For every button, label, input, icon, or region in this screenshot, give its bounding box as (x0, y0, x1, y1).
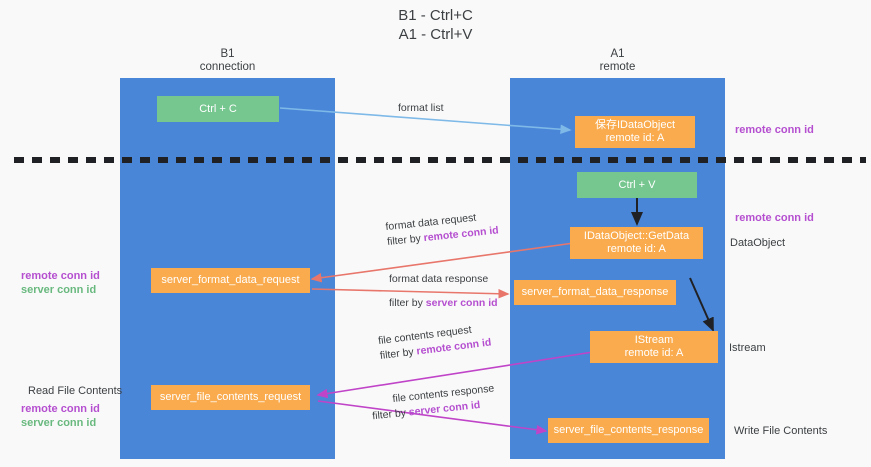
box-istream-line1: IStream (634, 334, 674, 346)
box-server-file-contents-request-label: server_file_contents_request (159, 391, 302, 403)
edge-label-format-data-response-line1: format data response (389, 273, 489, 285)
arrow-format-data-request (310, 242, 575, 283)
edge-label-format-list-text: format list (398, 102, 444, 114)
edge-label-format-data-response-line2: filter by server conn id (389, 296, 498, 311)
arrow-format-data-response (311, 288, 510, 299)
box-ctrl-c-label: Ctrl + C (199, 102, 237, 115)
box-server-file-contents-response-label: server_file_contents_response (553, 424, 704, 436)
edge-label-format-data-response: format data response filter by server co… (389, 272, 498, 311)
edge-filter-prefix: filter by (386, 232, 425, 249)
annotation-right-write-file-contents: Write File Contents (734, 424, 827, 438)
arrow-format-list (279, 107, 572, 135)
box-server-file-contents-request[interactable]: server_file_contents_request (151, 385, 310, 410)
box-ctrl-c[interactable]: Ctrl + C (157, 96, 279, 122)
edge-filter-prefix: filter by (379, 345, 418, 363)
edge-filter-prefix: filter by (371, 406, 410, 423)
box-ctrl-v[interactable]: Ctrl + V (577, 172, 697, 198)
annotation-right-mid-remote-conn-id-text: remote conn id (735, 212, 814, 224)
annotation-right-dataobject-text: DataObject (730, 237, 786, 249)
box-server-format-data-request[interactable]: server_format_data_request (151, 268, 310, 293)
box-istream-line2: remote id: A (624, 347, 684, 359)
edge-filter-prefix: filter by (389, 297, 426, 309)
annotation-right-top-remote-conn-id-text: remote conn id (735, 124, 814, 136)
lane-header-b1-name: B1 (220, 48, 235, 60)
title-line-2: A1 - Ctrl+V (398, 26, 473, 43)
box-save-idataobject-line1: 保存IDataObject (594, 119, 676, 131)
annotation-right-dataobject: DataObject (730, 236, 785, 250)
lane-header-a1: A1 remote (510, 48, 725, 74)
edge-filter-key: server conn id (425, 297, 498, 309)
annotation-right-top-remote-conn-id: remote conn id (735, 123, 814, 137)
annotation-left-conn-ids: remote conn id server conn id (21, 269, 100, 297)
box-save-idataobject[interactable]: 保存IDataObject remote id: A (575, 116, 695, 148)
annotation-right-write-file-contents-text: Write File Contents (734, 425, 828, 437)
annotation-right-istream-text: Istream (729, 342, 766, 354)
box-save-idataobject-line2: remote id: A (605, 132, 665, 144)
annotation-left-remote-conn-id-text: remote conn id (21, 270, 100, 282)
lane-header-b1-sub: connection (199, 61, 256, 73)
annotation-left-bottom-conn-ids: remote conn id server conn id (21, 402, 100, 430)
title-line-1: B1 - Ctrl+C (398, 7, 473, 24)
box-server-format-data-response-label: server_format_data_response (521, 286, 669, 298)
lane-header-a1-sub: remote (599, 61, 636, 73)
edge-label-format-list: format list (398, 101, 444, 116)
box-idataobject-getdata-line2: remote id: A (607, 243, 666, 255)
box-ctrl-v-label: Ctrl + V (618, 178, 656, 191)
arrow-file-contents-response (317, 400, 548, 435)
lane-header-b1: B1 connection (120, 48, 335, 74)
box-istream[interactable]: IStream remote id: A (590, 331, 718, 363)
annotation-left-read-file-contents: Read File Contents (28, 384, 122, 398)
annotation-right-mid-remote-conn-id: remote conn id (735, 211, 814, 225)
box-server-format-data-response[interactable]: server_format_data_response (514, 280, 676, 305)
arrow-file-contents-request (316, 351, 594, 399)
lane-header-a1-name: A1 (610, 48, 625, 60)
box-server-file-contents-response[interactable]: server_file_contents_response (548, 418, 709, 443)
annotation-right-istream: Istream (729, 341, 766, 355)
annotation-left-server-conn-id-text: server conn id (21, 284, 97, 296)
annotation-left-read-file-contents-text: Read File Contents (28, 385, 123, 397)
arrow-response-to-istream (689, 277, 714, 332)
diagram-title: B1 - Ctrl+C A1 - Ctrl+V (0, 6, 871, 44)
box-idataobject-getdata[interactable]: IDataObject::GetData remote id: A (570, 227, 703, 259)
box-server-format-data-request-label: server_format_data_request (161, 274, 300, 286)
box-idataobject-getdata-line1: IDataObject::GetData (583, 230, 690, 242)
annotation-left-bottom-server-conn-id-text: server conn id (21, 417, 97, 429)
annotation-left-bottom-remote-conn-id-text: remote conn id (21, 403, 100, 415)
